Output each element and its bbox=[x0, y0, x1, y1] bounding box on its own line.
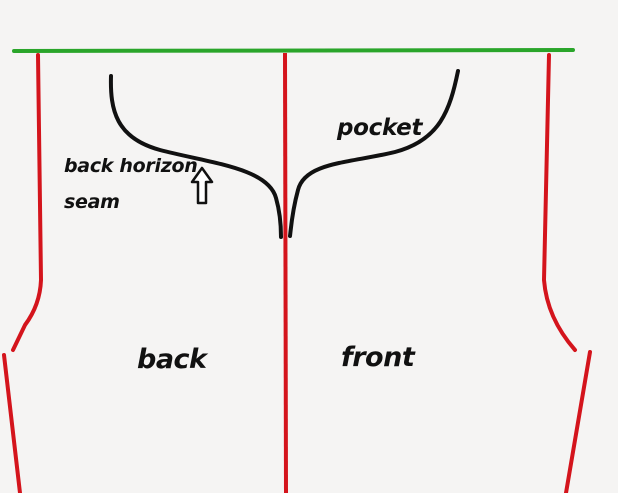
left-leg-seam bbox=[2, 353, 22, 493]
right-leg-seam bbox=[564, 350, 592, 493]
front-label: front bbox=[341, 342, 415, 373]
back-seam-label-line1: back horizon bbox=[64, 155, 198, 177]
back-label: back bbox=[137, 344, 207, 375]
waistline bbox=[12, 48, 575, 53]
center-seam bbox=[283, 52, 288, 493]
back-horizon-seam-curve bbox=[108, 74, 283, 239]
back-seam-label-line2: seam bbox=[64, 191, 120, 213]
pocket-curve bbox=[288, 69, 460, 238]
pocket-label: pocket bbox=[337, 115, 423, 141]
left-side-seam bbox=[11, 53, 44, 352]
right-side-seam bbox=[541, 53, 577, 352]
up-arrow-icon bbox=[190, 166, 214, 205]
